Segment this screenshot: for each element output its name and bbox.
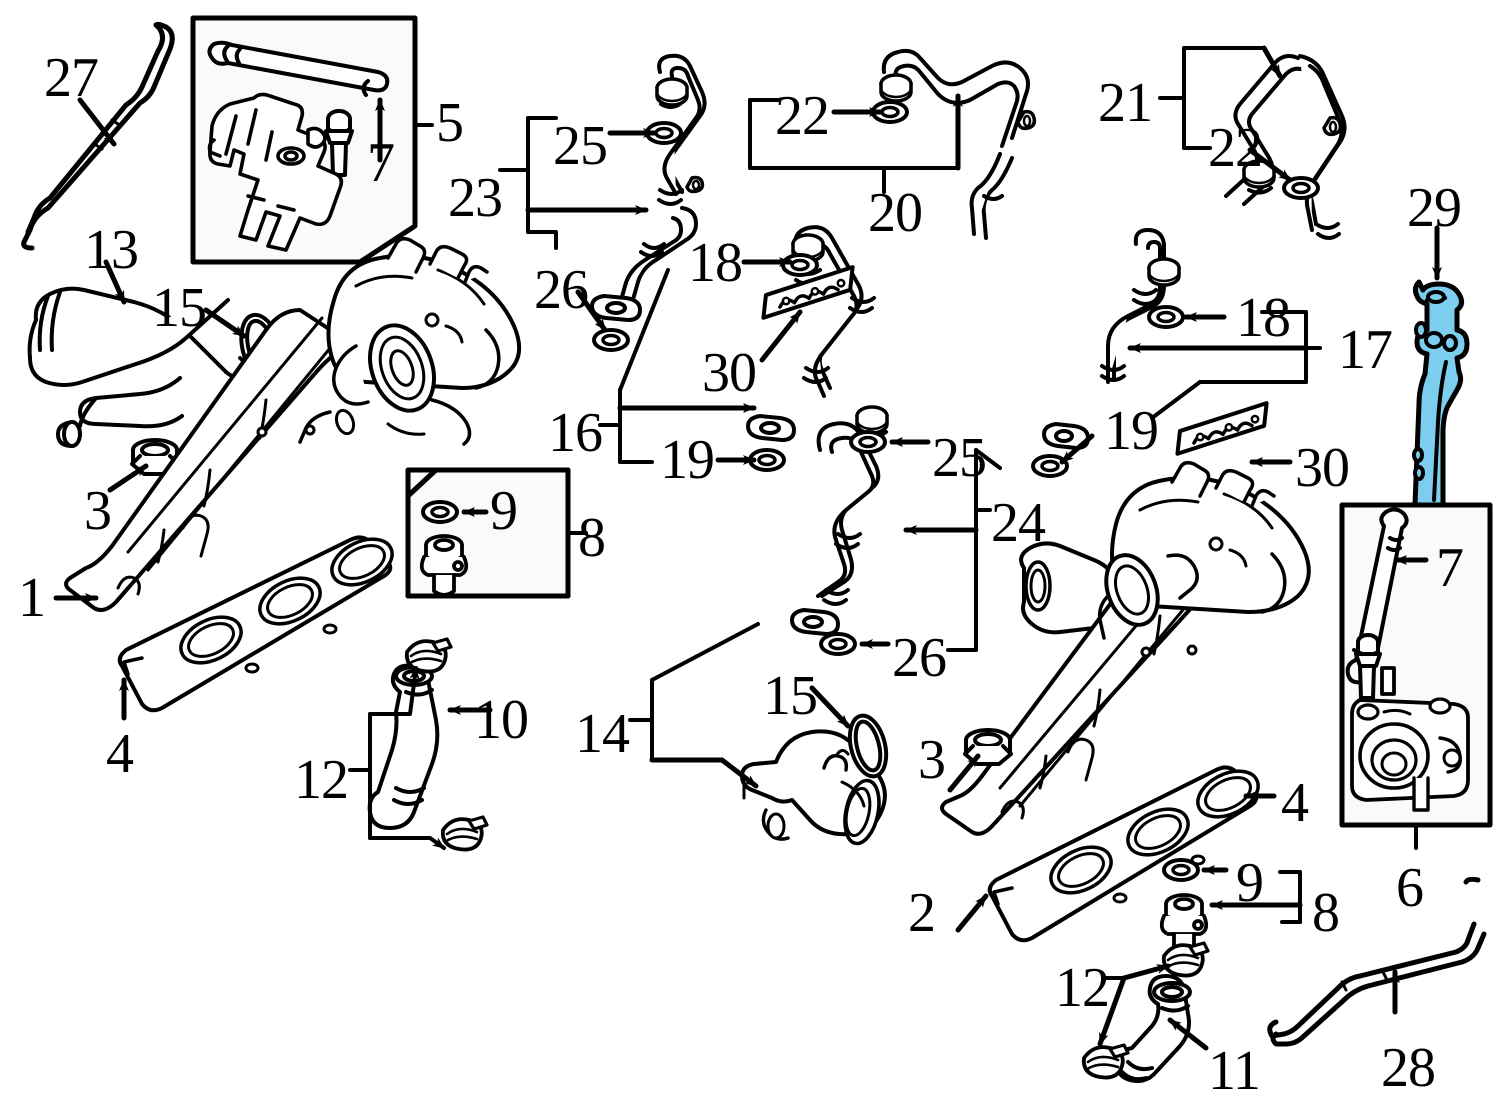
callout-label-6: 6 <box>1396 857 1424 919</box>
callout-label-20: 20 <box>868 182 923 244</box>
callout-label-30-right: 30 <box>1295 437 1350 499</box>
callout-label-23: 23 <box>448 167 503 229</box>
callout-label-14: 14 <box>575 703 630 765</box>
callout-label-2: 2 <box>908 882 936 944</box>
callout-label-15-left: 15 <box>152 277 207 339</box>
callout-label-27: 27 <box>44 47 99 109</box>
hose-clamp-upper-right <box>1161 941 1210 978</box>
callout-label-26-lower: 26 <box>892 627 947 689</box>
callout-label-28: 28 <box>1381 1037 1436 1099</box>
callout-label-1: 1 <box>18 567 46 629</box>
callout-label-4-left: 4 <box>106 723 134 785</box>
hose-11-art <box>1115 974 1192 1083</box>
callout-label-22-right: 22 <box>1208 117 1263 179</box>
part-8-box-left <box>405 467 571 599</box>
vacuum-line-28-art <box>1267 876 1487 1047</box>
part-5-box <box>190 15 418 265</box>
callout-label-11: 11 <box>1208 1040 1261 1102</box>
hose-clamp-upper-left <box>404 637 453 674</box>
callout-label-25-lower: 25 <box>932 427 987 489</box>
callout-label-19-right: 19 <box>1104 400 1159 462</box>
callout-label-9-right: 9 <box>1236 852 1264 914</box>
callout-label-7-left: 7 <box>367 132 395 194</box>
callout-label-5: 5 <box>436 92 464 154</box>
callout-label-18-left: 18 <box>688 232 743 294</box>
callout-label-8-right: 8 <box>1312 882 1340 944</box>
callout-label-16: 16 <box>548 402 603 464</box>
callout-label-3-left: 3 <box>84 480 112 542</box>
callout-label-25-upper: 25 <box>553 115 608 177</box>
callout-label-21: 21 <box>1098 72 1153 134</box>
heat-shield-clip-right-art <box>1169 401 1275 456</box>
vacuum-line-27-art <box>21 21 175 251</box>
callout-label-13: 13 <box>84 219 139 281</box>
callout-label-15-lower: 15 <box>763 665 818 727</box>
callout-label-26-upper: 26 <box>534 259 589 321</box>
callout-label-8-left: 8 <box>578 507 606 569</box>
hose-10-art <box>367 663 440 830</box>
callout-label-10: 10 <box>474 689 529 751</box>
callout-label-12-left: 12 <box>294 749 349 811</box>
turbo-inlet-elbow-art <box>740 729 887 846</box>
callout-label-17: 17 <box>1338 319 1393 381</box>
callout-label-29: 29 <box>1407 177 1462 239</box>
callout-label-4-right: 4 <box>1281 772 1309 834</box>
part-6-box <box>1339 502 1493 828</box>
callout-label-19-left: 19 <box>660 429 715 491</box>
coolant-fitting-right-art <box>1159 858 1209 956</box>
hose-clamp-lower-left <box>440 815 489 852</box>
support-bracket-29-art <box>1412 279 1470 555</box>
callout-label-30-left: 30 <box>702 342 757 404</box>
callout-label-22-left: 22 <box>775 85 830 147</box>
callout-label-12-right: 12 <box>1055 957 1110 1019</box>
right-turbo-manifold <box>940 460 1311 943</box>
callout-label-7-right: 7 <box>1436 537 1464 599</box>
callout-label-24: 24 <box>991 492 1046 554</box>
callout-label-3-right: 3 <box>918 729 946 791</box>
callout-label-9-left: 9 <box>490 480 518 542</box>
callout-label-18-right: 18 <box>1236 287 1291 349</box>
tube-24-art <box>790 420 888 636</box>
left-turbo-manifold <box>27 236 522 713</box>
